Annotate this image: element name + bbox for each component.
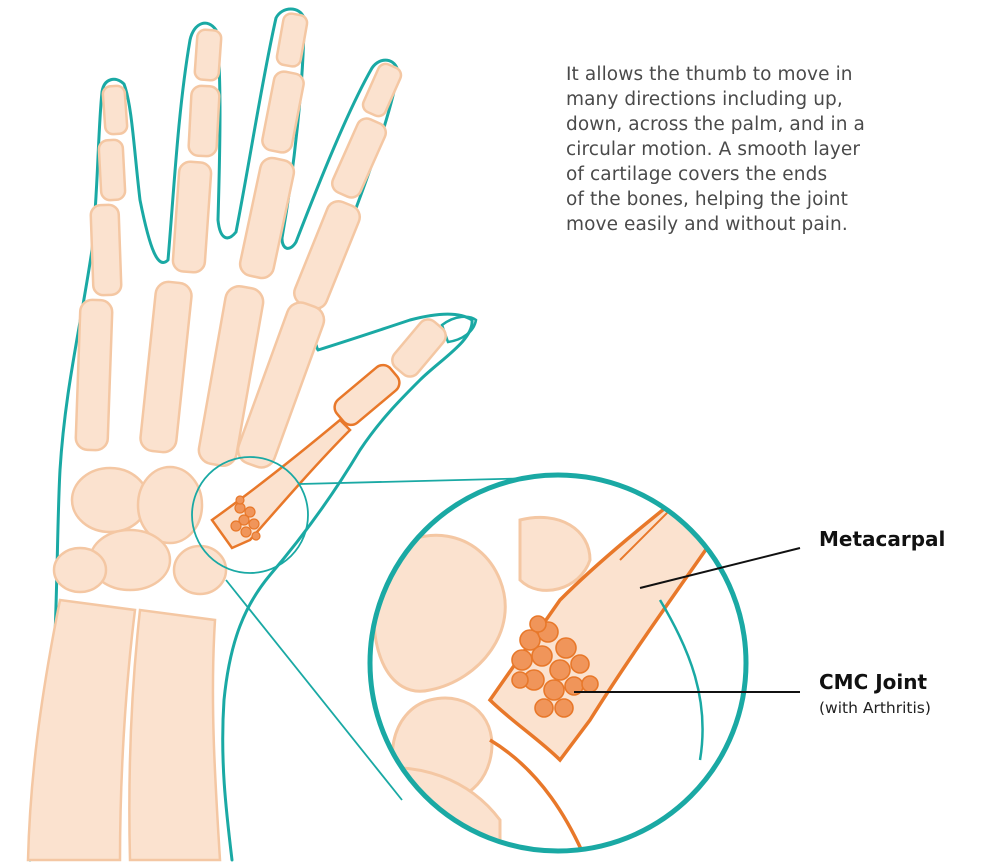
description-line: of the bones, helping the joint [566, 187, 982, 212]
description-line: down, across the palm, and in a [566, 112, 982, 137]
description-text: It allows the thumb to move in many dire… [566, 62, 982, 237]
description-line: It allows the thumb to move in [566, 62, 982, 87]
metacarpal-label: Metacarpal [819, 527, 945, 551]
description-line: of cartilage covers the ends [566, 162, 982, 187]
description-line: move easily and without pain. [566, 212, 982, 237]
description-line: circular motion. A smooth layer [566, 137, 982, 162]
zoom-detail-view [360, 470, 760, 863]
cmc-joint-note: (with Arthritis) [819, 699, 931, 717]
cmc-joint-label: CMC Joint [819, 670, 927, 694]
description-line: many directions including up, [566, 87, 982, 112]
